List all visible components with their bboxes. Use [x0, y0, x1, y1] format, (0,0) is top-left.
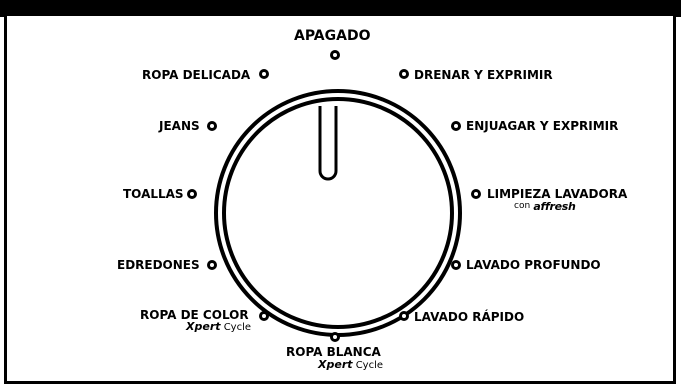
whites-xpert-cycle-tag: Xpert Cycle [318, 359, 383, 372]
affresh-logo: affresh [533, 200, 576, 213]
whites-cycle-word: Cycle [355, 360, 384, 371]
cycle-label-rinse: ENJUAGAR Y EXPRIMIR [466, 119, 619, 133]
cycle-label-jeans: JEANS [159, 119, 200, 133]
cycle-label-off: APAGADO [294, 28, 371, 44]
cycle-label-towels: TOALLAS [123, 187, 184, 201]
colors-cycle-word: Cycle [223, 322, 252, 333]
panel-top-border [0, 0, 681, 17]
cycle-label-whites: ROPA BLANCA [286, 345, 381, 359]
clean-affresh-tag: con affresh [514, 201, 576, 214]
knob-pointer [318, 106, 338, 181]
cycle-label-deep: LAVADO PROFUNDO [466, 258, 601, 272]
colors-xpert-brand: Xpert [186, 320, 221, 333]
cycle-dot-bedding[interactable] [207, 260, 217, 270]
whites-xpert-brand: Xpert [318, 358, 353, 371]
cycle-dot-colors[interactable] [259, 311, 269, 321]
cycle-dot-drain[interactable] [399, 69, 409, 79]
cycle-dot-clean[interactable] [471, 189, 481, 199]
cycle-dot-off[interactable] [330, 50, 340, 60]
cycle-label-clean: LIMPIEZA LAVADORA [487, 187, 628, 201]
cycle-dot-rinse[interactable] [451, 121, 461, 131]
knob-face [222, 97, 454, 329]
cycle-dot-jeans[interactable] [207, 121, 217, 131]
clean-con-word: con [514, 201, 531, 211]
cycle-dot-quick[interactable] [399, 311, 409, 321]
cycle-label-bedding: EDREDONES [117, 258, 200, 272]
cycle-dot-whites[interactable] [330, 332, 340, 342]
cycle-dot-deep[interactable] [451, 260, 461, 270]
colors-xpert-cycle-tag: Xpert Cycle [186, 321, 251, 334]
cycle-label-quick: LAVADO RÁPIDO [414, 310, 525, 324]
cycle-label-drain: DRENAR Y EXPRIMIR [414, 68, 553, 82]
cycle-label-colors: ROPA DE COLOR [140, 308, 249, 322]
cycle-dot-delicate[interactable] [259, 69, 269, 79]
cycle-label-delicate: ROPA DELICADA [142, 68, 251, 82]
cycle-dot-towels[interactable] [187, 189, 197, 199]
